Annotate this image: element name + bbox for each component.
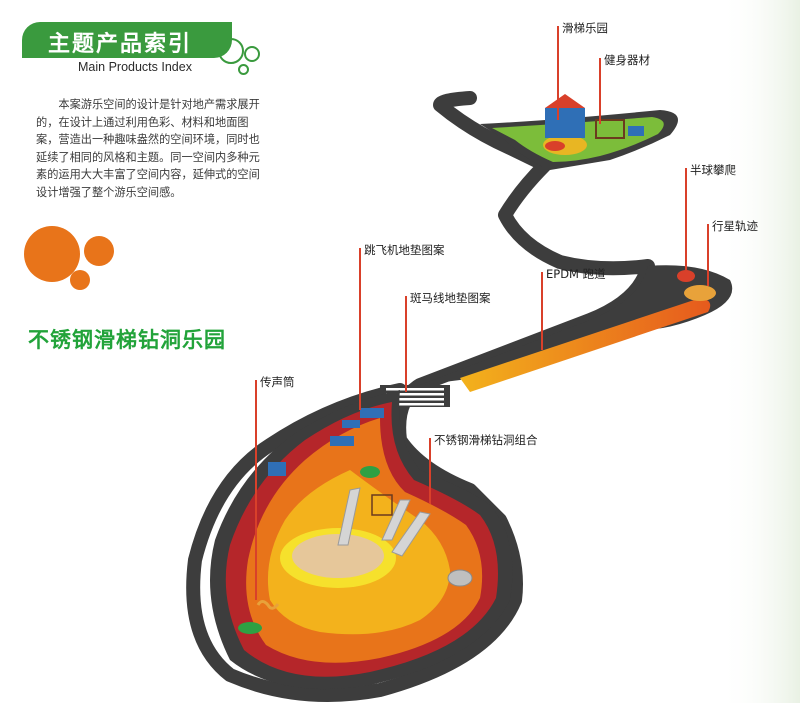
speaking-tube (256, 600, 280, 610)
decor-circle-green-small (244, 46, 260, 62)
sandpit (292, 534, 384, 578)
page-subtitle: Main Products Index (78, 60, 192, 74)
loop-area (420, 265, 733, 385)
fitness-frame (595, 119, 625, 139)
green-pad-1 (360, 466, 380, 478)
callout-hemisphere: 半球攀爬 (690, 163, 736, 177)
decor-circle-orange-large (24, 226, 80, 282)
callout-steel-slide: 不锈钢滑梯钻洞组合 (434, 433, 538, 447)
green-pad-2 (238, 622, 262, 634)
decor-circle-orange-medium (84, 236, 114, 266)
decor-circle-orange-small (70, 270, 90, 290)
callout-zebra: 斑马线地垫图案 (410, 291, 491, 305)
callout-epdm: EPDM 跑道 (546, 267, 606, 281)
airplane-mats (330, 408, 384, 446)
tunnel (447, 569, 473, 587)
steel-slide-2 (381, 499, 411, 541)
page-title: 主题产品索引 (48, 32, 193, 57)
title-banner (22, 22, 232, 58)
fitness-station (628, 126, 644, 136)
decor-circle-green-large (218, 38, 244, 64)
top-mat (545, 141, 565, 151)
steel-slide-1 (337, 487, 361, 546)
steel-slide-3 (391, 511, 431, 557)
planet-ring (684, 285, 716, 301)
hemisphere-dome (677, 270, 695, 282)
decor-circle-green-tiny (238, 64, 249, 75)
intro-paragraph: 本案游乐空间的设计是针对地产需求展开的，在设计上通过利用色彩、材料和地面图案，营… (36, 98, 260, 199)
epdm-track (460, 298, 711, 392)
callout-fitness: 健身器材 (604, 53, 650, 67)
callout-slide-park: 滑梯乐园 (562, 21, 608, 35)
background-fade (720, 0, 800, 703)
callout-lines (255, 26, 709, 600)
callout-airplane: 跳飞机地垫图案 (364, 243, 445, 257)
winding-path (186, 91, 655, 702)
climbing-net (371, 494, 393, 516)
callout-planet-track: 行星轨迹 (712, 219, 758, 233)
callout-speaking-tube: 传声筒 (260, 375, 295, 389)
slide-roof (545, 94, 585, 108)
path-blue-mat (268, 462, 286, 476)
section-title: 不锈钢滑梯钻洞乐园 (28, 328, 226, 352)
slide-tower (545, 108, 585, 138)
